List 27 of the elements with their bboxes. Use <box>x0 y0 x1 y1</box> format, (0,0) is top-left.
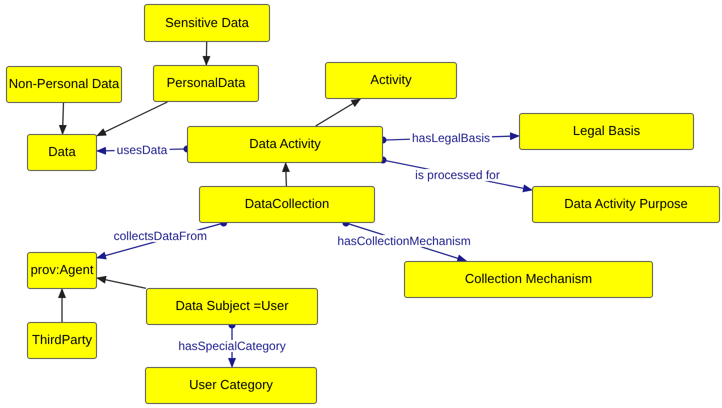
class-box: ThirdParty <box>27 322 97 359</box>
edge-label: collectsDataFrom <box>112 230 209 242</box>
class-box: Data Activity Purpose <box>532 186 720 223</box>
arrow <box>58 288 66 322</box>
arrow <box>315 98 362 127</box>
arrow <box>96 276 146 289</box>
class-box: Activity <box>325 62 457 99</box>
edge-label: hasCollectionMechanism <box>335 235 473 247</box>
class-box: Data Activity <box>187 126 383 163</box>
arrow <box>202 42 210 66</box>
class-box: User Category <box>145 367 317 404</box>
arrow <box>282 162 290 186</box>
class-box: Legal Basis <box>519 113 694 150</box>
class-box: Data <box>27 134 97 171</box>
edge-label: is processed for <box>413 169 502 182</box>
class-box: DataCollection <box>199 186 375 223</box>
class-box: PersonalData <box>153 65 259 102</box>
edge-label: hasLegalBasis <box>410 132 492 144</box>
edge-label: usesData <box>114 144 170 156</box>
class-box: prov:Agent <box>27 252 97 289</box>
class-box: Data Subject =User <box>146 288 318 325</box>
arrow <box>96 101 168 136</box>
class-box: Non-Personal Data <box>6 66 122 103</box>
class-box: Sensitive Data <box>144 4 270 42</box>
class-box: Collection Mechanism <box>404 261 653 298</box>
edge-label: hasSpecialCategory <box>176 340 288 352</box>
arrow <box>58 102 67 135</box>
